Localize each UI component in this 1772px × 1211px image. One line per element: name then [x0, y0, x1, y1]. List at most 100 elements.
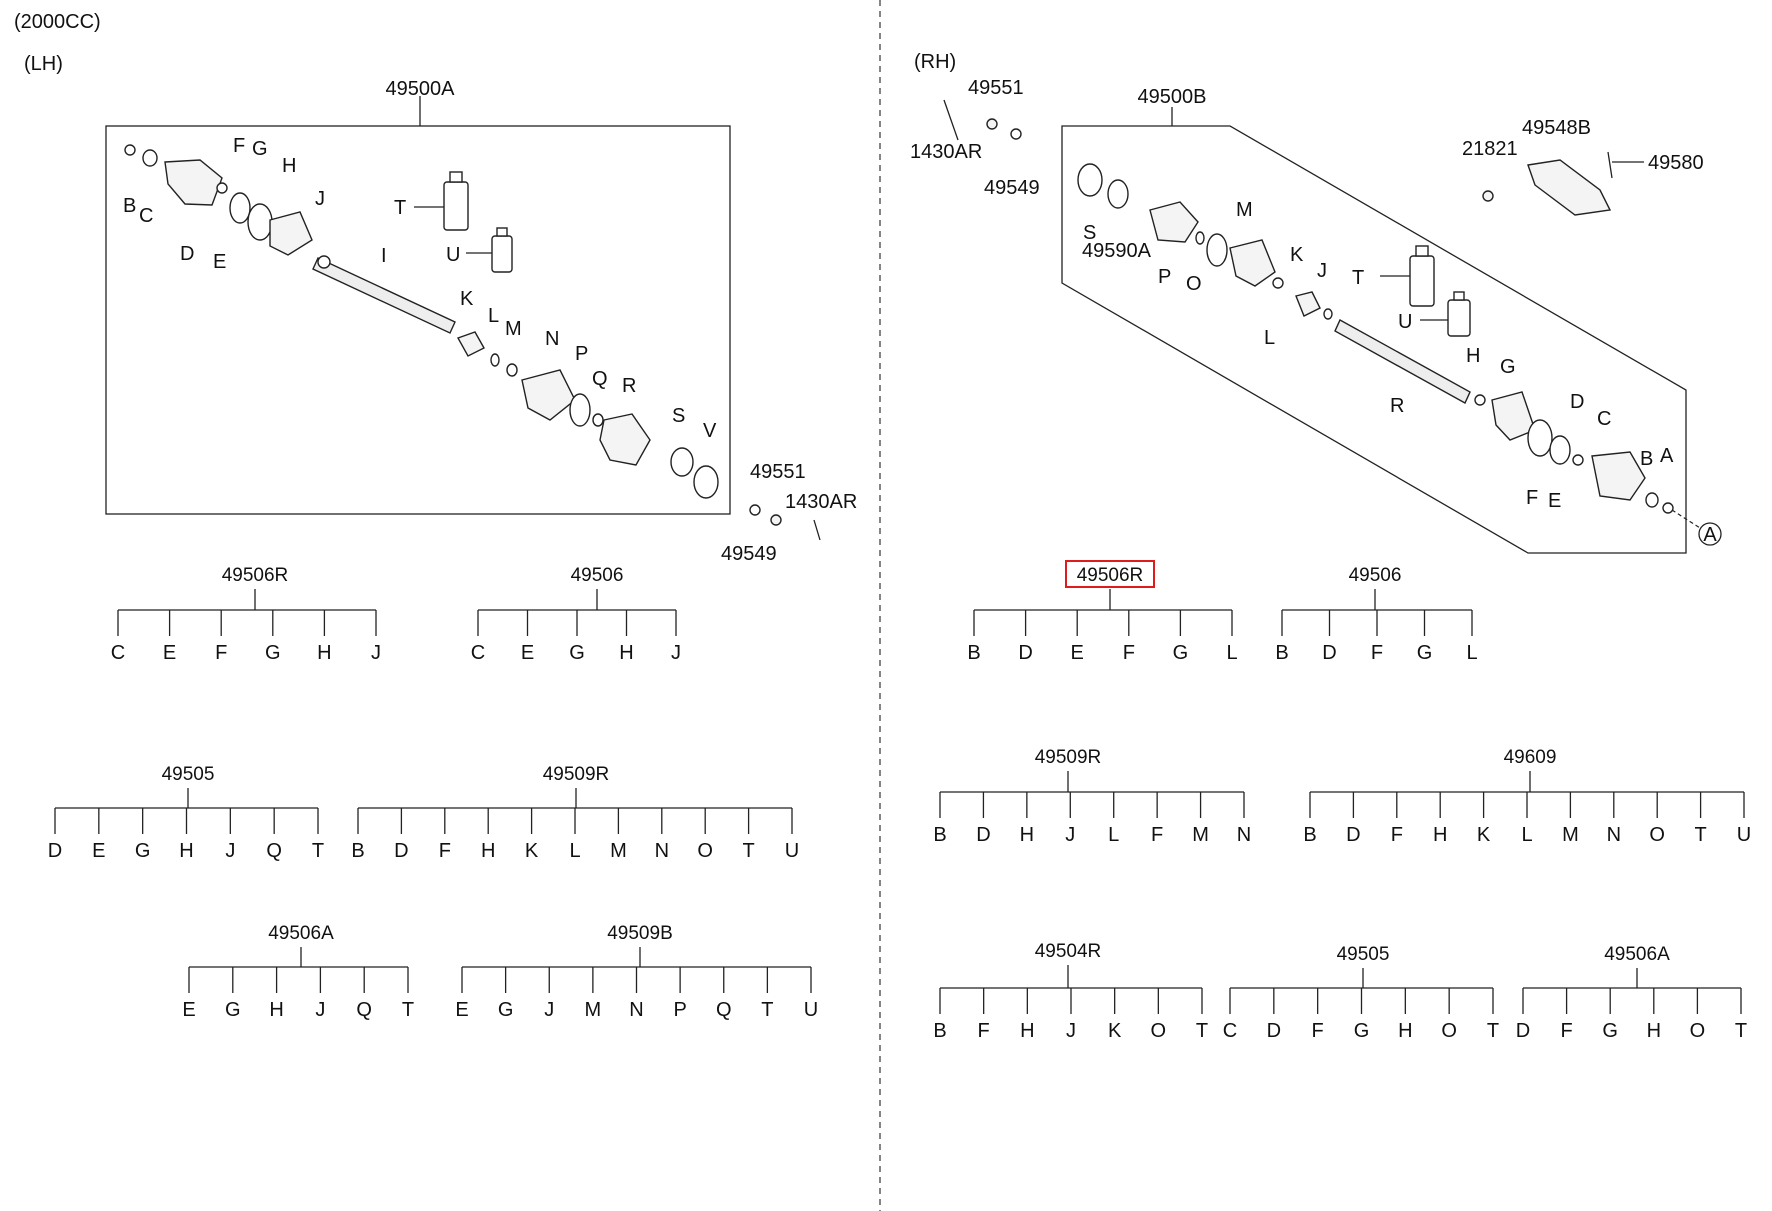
rh-part-tone-ring	[1107, 179, 1129, 209]
rh-outside-1430ar: 1430AR	[910, 141, 982, 163]
rh-label: (RH)	[914, 51, 956, 73]
kit-part-letter: O	[1441, 1020, 1457, 1042]
lh-letter-u: U	[446, 244, 460, 266]
kit-part-letter: Q	[266, 840, 282, 862]
kit-part-letter: O	[1690, 1020, 1706, 1042]
kit-part-letter: U	[785, 840, 799, 862]
kit-code-highlight	[1065, 560, 1155, 588]
kit-part-letter: J	[225, 840, 235, 862]
kit-part-letter: F	[1312, 1020, 1324, 1042]
lh-letter-n: N	[545, 328, 559, 350]
lh-part-outer-joint	[599, 413, 651, 466]
rh-letter-p: P	[1158, 266, 1171, 288]
kit-part-letter: C	[471, 642, 485, 664]
kit-part-letter: O	[1649, 824, 1665, 846]
rh-part-grease-t	[1409, 255, 1435, 307]
kit-part-letter: J	[671, 642, 681, 664]
kit-part-letter: B	[967, 642, 980, 664]
kit-part-letter: L	[1108, 824, 1119, 846]
rh-part-damper	[1295, 291, 1321, 317]
rh-drive-shaft	[1334, 319, 1471, 404]
lh-letter-s: S	[672, 405, 685, 427]
rh-letter-f: F	[1526, 487, 1538, 509]
kit-part-letter: J	[315, 999, 325, 1021]
lh-outside-49549: 49549	[721, 543, 777, 565]
kit-part-letter: T	[312, 840, 324, 862]
lh-outside-1430ar: 1430AR	[785, 491, 857, 513]
kit-part-letter: M	[1562, 824, 1579, 846]
lh-label: (LH)	[24, 53, 63, 75]
rh-letter-m: M	[1236, 199, 1253, 221]
kit-part-letter: F	[978, 1020, 990, 1042]
kit-part-letter: N	[1237, 824, 1251, 846]
lh-letter-g: G	[252, 138, 268, 160]
rh-part-inner-joint	[1591, 451, 1646, 501]
kit-part-letter: B	[933, 824, 946, 846]
lh-assembly-diagram: 49500A B C D E F G H	[105, 78, 857, 565]
kit-part-letter: M	[1192, 824, 1209, 846]
lh-letter-v: V	[703, 420, 717, 442]
rh-letter-e: E	[1548, 490, 1561, 512]
kit-code: 49506R	[222, 565, 289, 586]
rh-letter-k: K	[1290, 244, 1304, 266]
kit-part-letter: J	[1066, 1020, 1076, 1042]
kit-part-letter: G	[265, 642, 281, 664]
kit-part-letter: H	[1647, 1020, 1661, 1042]
kit-part-letter: N	[655, 840, 669, 862]
kit-part-letter: E	[163, 642, 176, 664]
kit-part-letter: E	[455, 999, 468, 1021]
rh-callout-circle	[1698, 522, 1722, 546]
lh-letter-m: M	[505, 318, 522, 340]
lh-letter-h: H	[282, 155, 296, 177]
kit-part-letter: T	[761, 999, 773, 1021]
kit-part-letter: G	[135, 840, 151, 862]
rh-letter-g: G	[1500, 356, 1516, 378]
kit-part-letter: L	[1521, 824, 1532, 846]
kit-part-letter: D	[1346, 824, 1360, 846]
engine-label: (2000CC)	[14, 11, 101, 33]
lh-letter-b: B	[123, 195, 136, 217]
kit-code: 49509R	[1035, 747, 1102, 768]
kit-code: 49505	[162, 764, 215, 785]
kit-part-letter: K	[1477, 824, 1491, 846]
rh-letter-s: S	[1083, 222, 1096, 244]
rh-part-boot-inner	[1491, 391, 1536, 441]
lh-part-grease-u	[491, 235, 513, 273]
kit-part-letter: H	[1020, 1020, 1034, 1042]
rh-outside-49551: 49551	[968, 77, 1024, 99]
lh-letter-j: J	[315, 188, 325, 210]
kit-part-letter: N	[1607, 824, 1621, 846]
kit-code: 49506	[1349, 565, 1402, 586]
kit-part-letter: B	[933, 1020, 946, 1042]
kit-part-letter: T	[742, 840, 754, 862]
kit-part-letter: H	[1433, 824, 1447, 846]
lh-part-tone-ring	[670, 447, 694, 477]
lh-letter-f: F	[233, 135, 245, 157]
kit-part-letter: T	[1694, 824, 1706, 846]
kit-code: 49506A	[1604, 944, 1670, 965]
lh-outside-49551: 49551	[750, 461, 806, 483]
kit-part-letter: D	[394, 840, 408, 862]
kit-part-letter: F	[1560, 1020, 1572, 1042]
kit-part-letter: F	[1151, 824, 1163, 846]
lh-letter-k: K	[460, 288, 474, 310]
kit-part-letter: C	[1223, 1020, 1237, 1042]
kit-part-letter: M	[585, 999, 602, 1021]
rh-assembly-diagram: 49500B A	[910, 77, 1722, 554]
kit-part-letter: B	[1303, 824, 1316, 846]
lh-part-circlip	[124, 144, 136, 156]
kit-part-letter: H	[619, 642, 633, 664]
kit-part-letter: N	[629, 999, 643, 1021]
kit-part-letter: H	[1398, 1020, 1412, 1042]
lh-part-boot-inner	[269, 211, 313, 256]
rh-part-outer-joint	[1149, 201, 1199, 243]
rh-letter-u: U	[1398, 311, 1412, 333]
kit-part-letter: G	[1602, 1020, 1618, 1042]
